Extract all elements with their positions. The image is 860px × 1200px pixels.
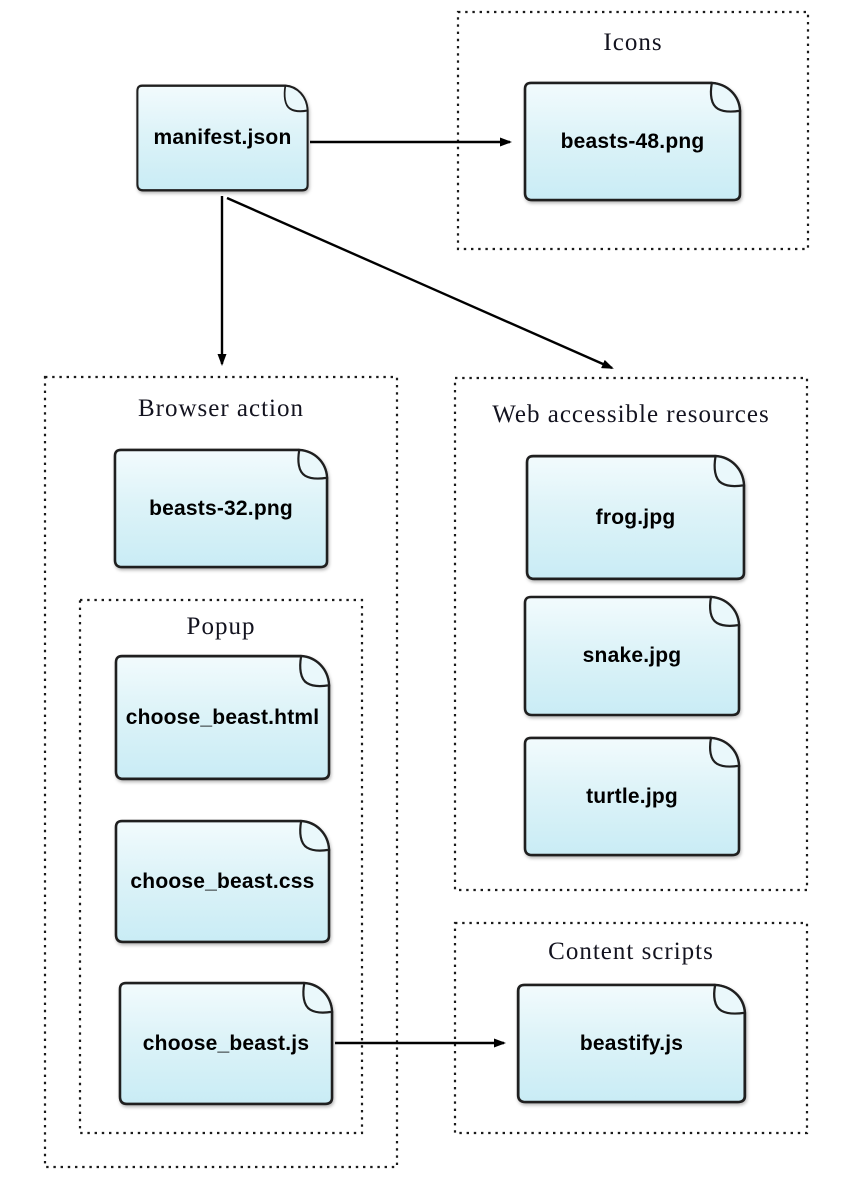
- file-node-beastify-js: beastify.js: [515, 982, 748, 1105]
- arrow-manifest-to-web-accessible-resources: [226, 196, 614, 370]
- file-label: snake.jpg: [582, 644, 682, 667]
- file-label: beasts-48.png: [560, 129, 705, 153]
- file-node-manifest-json: manifest.json: [135, 83, 310, 193]
- document-shape-icon: [523, 81, 742, 202]
- document-shape-icon: [136, 84, 309, 192]
- file-node-snake-jpg: snake.jpg: [522, 594, 742, 718]
- document-shape-icon: [516, 983, 747, 1104]
- file-node-choose-beast-html: choose_beast.html: [113, 653, 332, 782]
- file-label: choose_beast.css: [130, 869, 315, 893]
- document-shape-icon: [523, 736, 741, 857]
- group-box-icons: [456, 10, 810, 251]
- file-label: manifest.json: [153, 126, 292, 149]
- file-node-choose-beast-css: choose_beast.css: [113, 818, 332, 945]
- file-label: frog.jpg: [595, 505, 676, 529]
- document-shape-icon: [525, 454, 746, 581]
- file-label: choose_beast.html: [125, 705, 320, 729]
- file-node-turtle-jpg: turtle.jpg: [522, 735, 742, 858]
- file-node-beasts-32-png: beasts-32.png: [112, 447, 330, 570]
- document-shape-icon: [114, 654, 331, 781]
- file-label: choose_beast.js: [142, 1031, 310, 1055]
- file-node-beasts-48-png: beasts-48.png: [522, 80, 743, 203]
- file-node-choose-beast-js: choose_beast.js: [117, 980, 335, 1107]
- file-label: turtle.jpg: [586, 784, 678, 808]
- file-label: beasts-32.png: [149, 496, 293, 520]
- group-box-popup: [78, 598, 364, 1135]
- file-node-frog-jpg: frog.jpg: [524, 453, 747, 582]
- document-shape-icon: [523, 595, 741, 717]
- document-shape-icon: [114, 819, 331, 944]
- document-shape-icon: [118, 981, 334, 1106]
- document-shape-icon: [113, 448, 329, 569]
- group-box-browser-action: [43, 375, 399, 1169]
- file-label: beastify.js: [579, 1031, 684, 1055]
